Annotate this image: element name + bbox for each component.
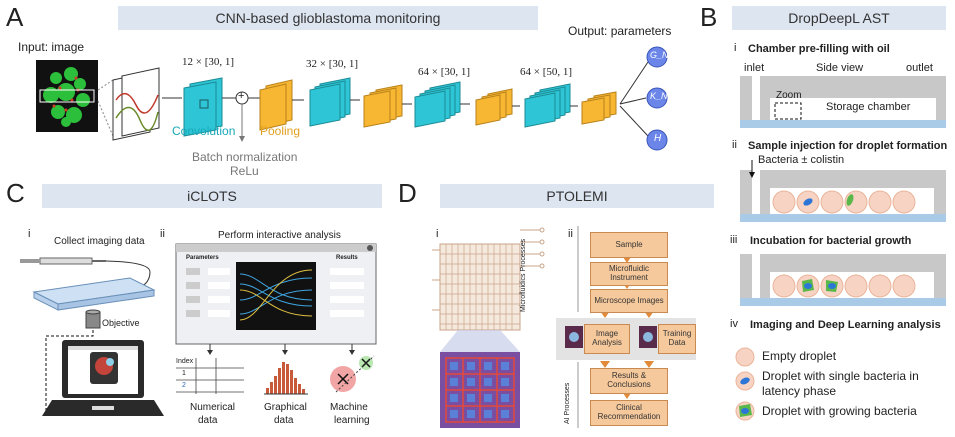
ml-label-2: learning (334, 415, 370, 426)
step-iv-label: Imaging and Deep Learning analysis (750, 319, 941, 331)
legend-single-bacteria-2: latency phase (762, 384, 837, 398)
inlet-label: inlet (744, 62, 765, 74)
relu-label: ReLu (230, 164, 259, 178)
storage-chamber-label: Storage chamber (826, 101, 911, 113)
bacteria-label: Bacteria ± colistin (758, 154, 845, 166)
panel-a-letter: A (6, 2, 24, 32)
pool-layer-3 (475, 88, 513, 126)
index-val-2: 2 (182, 382, 186, 389)
conv-layer-2 (309, 77, 351, 127)
panel-c-sub-i: i (28, 228, 31, 240)
output-kn-circle (646, 87, 668, 109)
output-kn: K_N (650, 91, 668, 101)
pooling-label: Pooling (260, 124, 301, 138)
results-label: Results (336, 255, 358, 261)
panel-c-title: iCLOTS (42, 184, 382, 208)
pool-layer-2 (363, 84, 403, 128)
panel-a-title: CNN-based glioblastoma monitoring (118, 6, 538, 30)
panel-c-sub-ii: ii (160, 228, 165, 240)
dim-label-4: 64 × [50, 1] (520, 66, 573, 78)
legend-growing-bacteria: Droplet with growing bacteria (762, 404, 917, 418)
outlet-label: outlet (906, 62, 933, 74)
conv-layer-4 (524, 83, 571, 128)
objective-label: Objective (102, 318, 140, 328)
panel-d-sub-i: i (436, 228, 439, 240)
flow-results-conclusions: Results & Conclusions (590, 368, 668, 394)
batch-norm-label: Batch normalization (192, 150, 298, 164)
conv-layer-1 (183, 77, 223, 137)
step-iii-roman: iii (730, 234, 738, 246)
dim-label-2: 32 × [30, 1] (306, 58, 359, 70)
flow-sample: Sample (590, 232, 668, 258)
input-label: Input: image (18, 40, 85, 54)
output-h-circle (646, 129, 668, 151)
ai-process-label: AI Processes (564, 382, 571, 424)
input-image-art (39, 67, 95, 127)
convolution-label: Convolution (172, 124, 236, 138)
flow-microscope-images: Microscope Images (590, 289, 668, 313)
index-label: Index (176, 358, 194, 365)
dim-label-3: 64 × [30, 1] (418, 66, 471, 78)
step-ii-roman: ii (732, 139, 737, 151)
zoom-label: Zoom (776, 90, 802, 101)
output-gn: G_N (650, 50, 669, 60)
conv-layer-3 (414, 81, 461, 128)
panel-d-letter: D (398, 178, 417, 208)
panel-d-title: PTOLEMI (440, 184, 714, 208)
panel-d-sub-ii: ii (568, 228, 573, 240)
plus-symbol: + (238, 90, 245, 102)
legend-single-bacteria-1: Droplet with single bacteria in (762, 369, 919, 383)
numerical-label-1: Numerical (190, 402, 236, 413)
index-val-1: 1 (182, 370, 186, 377)
flow-image-analysis: Image Analysis (584, 324, 630, 354)
input-image (36, 60, 98, 132)
step-ii-label: Sample injection for droplet formation (748, 140, 948, 152)
ml-label-1: Machine (330, 402, 368, 413)
flow-microfluidic-instrument: Microfluidic Instrument (590, 262, 668, 286)
panel-b-letter: B (700, 2, 718, 32)
side-view-label: Side view (816, 62, 864, 74)
panel-b-title: DropDeepL AST (732, 6, 946, 30)
perform-label: Perform interactive analysis (218, 230, 341, 241)
dim-label-1: 12 × [30, 1] (182, 56, 235, 68)
output-gn-circle (646, 46, 668, 68)
numerical-label-2: data (198, 415, 218, 426)
input-signal-stack (112, 67, 160, 141)
flow-training-data: Training Data (658, 324, 696, 354)
step-i-label: Chamber pre-filling with oil (748, 43, 890, 55)
step-i-roman: i (734, 42, 737, 54)
micro-process-label: Microfluidics Processes (520, 238, 527, 312)
panel-c-letter: C (6, 178, 25, 208)
pool-layer-4 (581, 91, 617, 125)
collect-label: Collect imaging data (54, 236, 145, 247)
parameters-label: Parameters (186, 255, 219, 261)
graphical-label-2: data (274, 415, 294, 426)
flow-clinical-recommendation: Clinical Recommendation (590, 400, 668, 426)
step-iv-roman: iv (730, 318, 738, 330)
step-iii-label: Incubation for bacterial growth (750, 235, 912, 247)
legend-empty-droplet: Empty droplet (762, 349, 837, 363)
pool-layer-1 (259, 79, 293, 131)
output-h: H (654, 133, 662, 144)
output-label: Output: parameters (568, 24, 672, 38)
graphical-label-1: Graphical (264, 402, 307, 413)
